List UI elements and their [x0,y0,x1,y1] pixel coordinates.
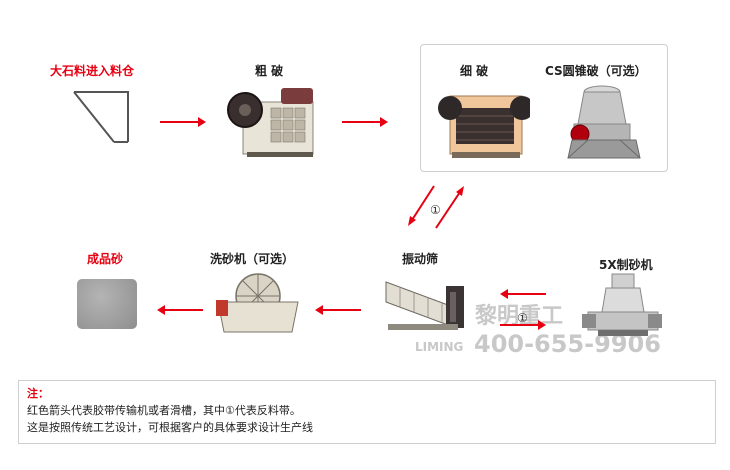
note-box: 注： 红色箭头代表胶带传输机或者滑槽，其中①代表反料带。 这是按照传统工艺设计，… [18,380,716,444]
conveyor-arrow-to-screen-upper [500,289,546,299]
sand-washer-image [216,273,299,333]
conveyor-arrow-to-washer [315,305,361,315]
feed-bin-label: 大石料进入料仓 [50,64,135,78]
finished-sand-label: 成品砂 [87,252,124,266]
conveyor-arrow-2 [342,117,388,127]
watermark-brand-en: LIMING [415,340,464,354]
return-marker-2: ① [517,311,528,325]
sand-washer-label: 洗砂机（可选） [210,252,295,266]
conveyor-arrow-to-maker [500,320,546,330]
jaw-crusher-image [227,88,314,157]
vibrating-screen-label: 振动筛 [402,252,439,266]
return-marker-1: ① [430,203,441,217]
cone-crusher-image [567,85,641,159]
note-line-1: 红色箭头代表胶带传输机或者滑槽，其中①代表反料带。 [27,404,301,417]
conveyor-arrow-to-sand [157,305,203,315]
fine-jaw-crusher-image [438,95,530,158]
note-line-2: 这是按照传统工艺设计，可根据客户的具体要求设计生产线 [27,421,313,434]
return-belt-arrows [408,185,464,229]
cs-cone-label: CS圆锥破（可选） [545,64,647,78]
sand-maker-label: 5X制砂机 [599,258,653,272]
vibrating-screen-image [385,281,464,330]
fine-crush-label: 细 破 [460,64,489,78]
conveyor-arrow-1 [160,117,206,127]
primary-crush-label: 粗 破 [255,64,284,78]
sand-maker-image [582,273,662,336]
finished-sand-image [77,279,137,329]
note-title: 注： [27,387,49,400]
feed-bin-icon [73,91,129,143]
